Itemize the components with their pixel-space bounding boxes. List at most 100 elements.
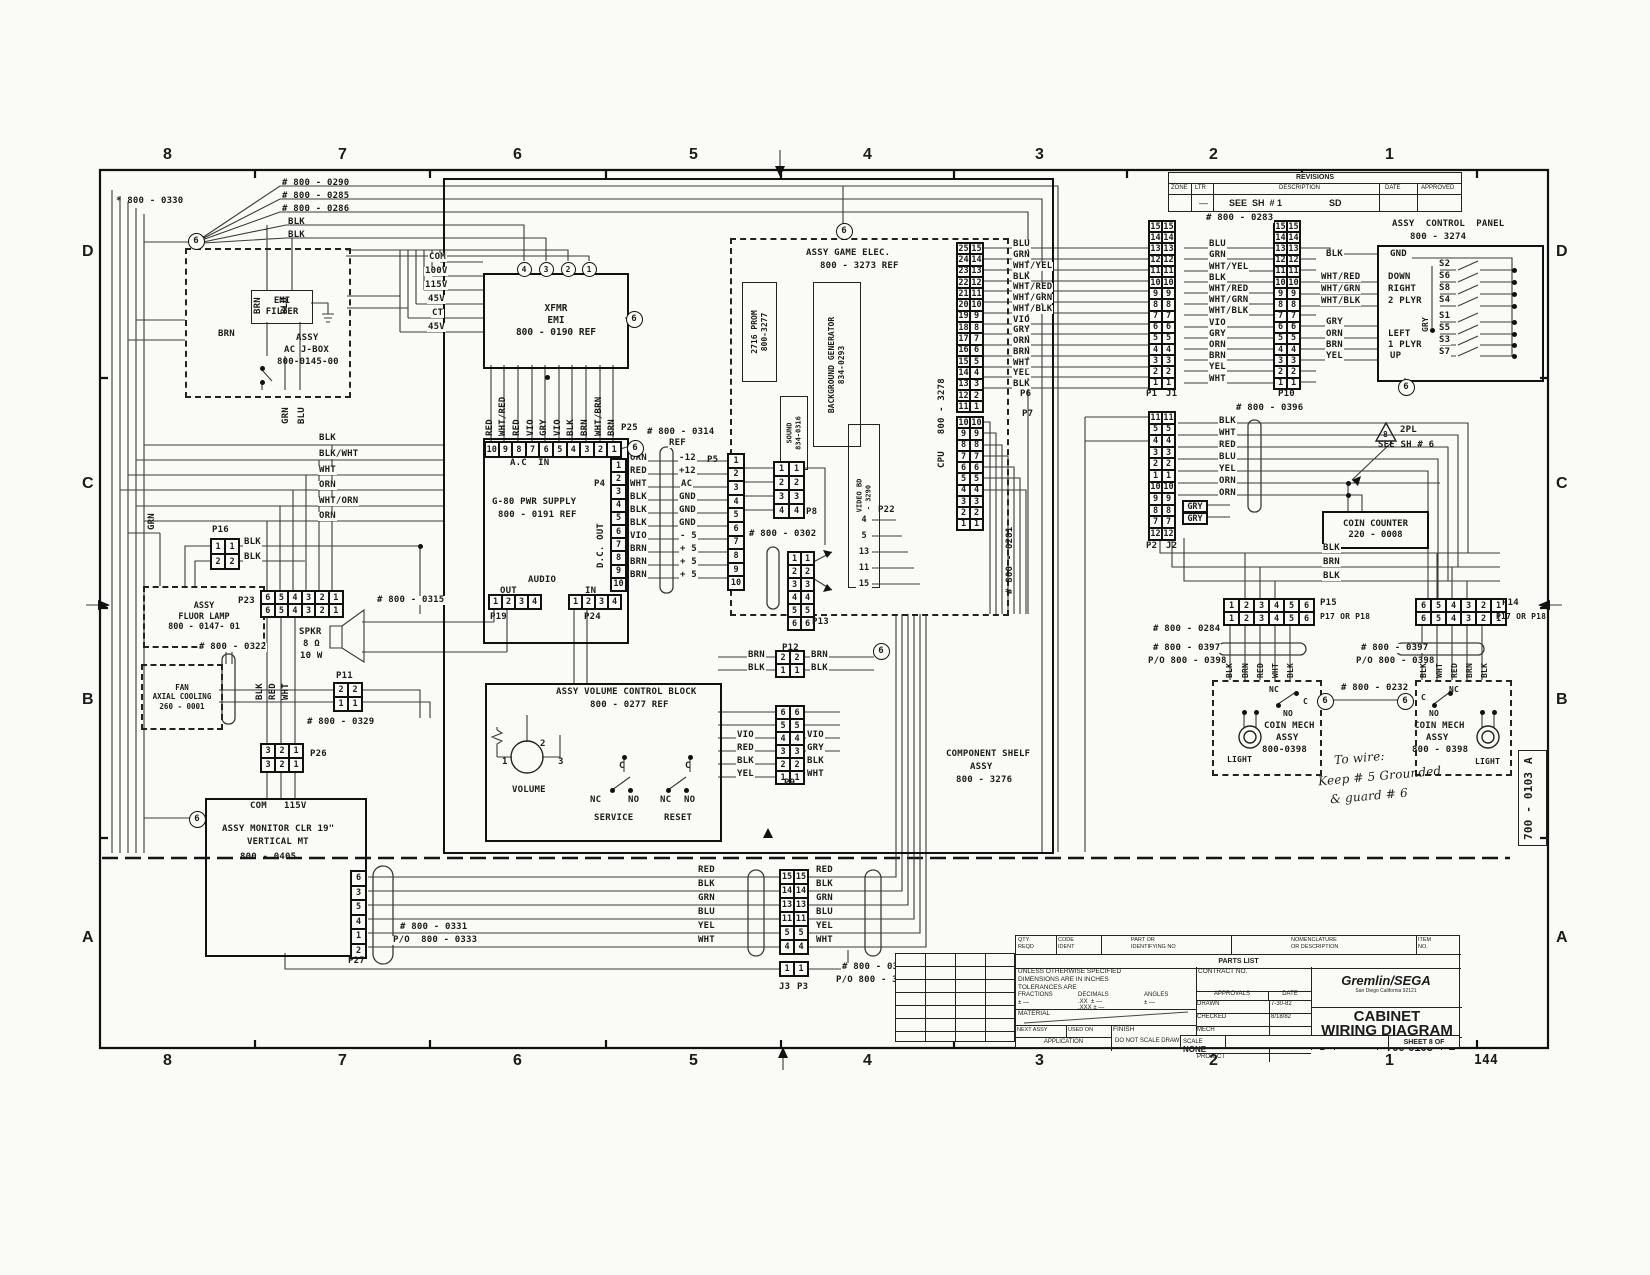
- pin: 5: [794, 926, 808, 940]
- pin: 3: [957, 496, 970, 508]
- wire-label: BLK: [255, 683, 265, 700]
- junction-dot: [1429, 327, 1435, 333]
- wire-label: BRN: [629, 570, 648, 580]
- pin: 1: [790, 771, 804, 784]
- pin: 1: [1162, 377, 1175, 389]
- pin: 6: [1149, 321, 1162, 333]
- wire-label: GND: [678, 492, 697, 502]
- wire-label: P/O 800 - 0398: [1147, 656, 1228, 666]
- ref-circle-6: 6: [626, 439, 644, 457]
- wire-label: S6: [1438, 271, 1452, 281]
- wire-label: J2: [1166, 541, 1178, 551]
- pin: 11: [1274, 265, 1287, 277]
- pin: 14: [794, 884, 808, 898]
- wire-label: 800 - 3274: [1410, 232, 1467, 242]
- wire-label: UP: [1390, 351, 1402, 361]
- wire-label: RED: [485, 419, 495, 436]
- pin: 5: [1287, 332, 1300, 345]
- wire-label: WHT: [806, 769, 825, 779]
- wire-label: P3: [797, 982, 809, 992]
- drawing-number-tag: [1518, 750, 1547, 846]
- wire-label: WHT/RED: [1320, 272, 1362, 282]
- pin: 14: [957, 367, 970, 379]
- pin: 2: [1149, 366, 1162, 378]
- pin: 2: [788, 565, 801, 578]
- pin: 6: [261, 604, 275, 617]
- wire-label: LIGHT: [1474, 757, 1502, 766]
- wire-label: A.C IN: [510, 458, 550, 468]
- wire-label: CT: [431, 308, 445, 318]
- wire-label: NO: [1282, 709, 1295, 718]
- wire-label: NO: [684, 795, 696, 805]
- wire-label: NC: [1268, 685, 1281, 694]
- wire-label: ASSY: [1276, 733, 1299, 743]
- wire-label: 2PL: [1400, 425, 1417, 435]
- drawing-title-line2: WIRING DIAGRAM: [1321, 1022, 1453, 1039]
- application-label: APPLICATION: [1016, 1037, 1112, 1051]
- wire-label: GRY: [1421, 316, 1430, 332]
- junction-dot: [1275, 702, 1281, 708]
- wire-label: WHT/GRN: [1320, 284, 1362, 294]
- pin: 1: [970, 401, 983, 413]
- pin: 3: [351, 885, 366, 900]
- wire-label: BLK: [318, 433, 337, 443]
- wire-label: 1: [502, 757, 508, 767]
- wire-label: BLK: [1208, 273, 1227, 283]
- wire-label: COM: [428, 252, 447, 262]
- wire-label: BRN: [629, 544, 648, 554]
- pin: 2: [1162, 458, 1175, 470]
- pin: 13: [794, 898, 808, 912]
- wire-label: BLK: [1286, 662, 1295, 678]
- wire-label: SPKR: [299, 627, 322, 637]
- revisions-title: REVISIONS: [1295, 174, 1335, 181]
- pin: 7: [1149, 310, 1162, 322]
- pin: 15: [780, 870, 794, 884]
- pin: 3: [1274, 355, 1287, 367]
- wire-label: GND: [678, 518, 697, 528]
- pin: 8: [1162, 299, 1175, 311]
- wire-label: CPU 800 - 3278: [937, 378, 947, 468]
- pin: 3: [970, 496, 983, 508]
- junction-dot: [1511, 291, 1517, 297]
- wire-label: 144: [1474, 1053, 1499, 1068]
- wire-label: P17 OR P18: [1496, 612, 1547, 621]
- pin: 10: [1149, 481, 1162, 494]
- wire-label: BLU: [1012, 239, 1031, 249]
- symbols: [510, 421, 1500, 774]
- pin: 5: [274, 591, 289, 604]
- pin: 11: [1162, 412, 1175, 424]
- ref-circle-1: 1: [581, 261, 597, 277]
- pin: 2: [211, 554, 225, 569]
- pin: 3: [790, 745, 804, 758]
- title-block: QTY REQD CODE IDENT PART OR IDENTIFYING …: [1015, 935, 1462, 1062]
- ref-circle-6: 6: [1396, 692, 1414, 710]
- wire-label: P7: [1022, 409, 1034, 419]
- wire-label: LEFT: [1388, 329, 1411, 339]
- fractions-val: ± —: [1018, 1000, 1029, 1006]
- pin: 7: [1287, 310, 1300, 322]
- wire-label: BLK: [810, 663, 829, 673]
- connector-gry-tag-2: GRY: [1182, 512, 1208, 525]
- wire-label: COM: [250, 801, 267, 811]
- wire-label: P8: [806, 507, 818, 517]
- project-label: PROJECT: [1196, 1054, 1270, 1062]
- pin: 3: [1461, 612, 1476, 625]
- pin: 9: [728, 562, 744, 577]
- pin: 14: [970, 254, 983, 266]
- finish-label: FINISH: [1113, 1026, 1135, 1033]
- wire-label: 2: [540, 739, 546, 749]
- ref-circle-4: 4: [516, 261, 532, 277]
- wire-label: IN: [585, 586, 597, 596]
- revisions-col-zone: ZONE: [1171, 185, 1188, 191]
- junction-dot: [1511, 303, 1517, 309]
- pin: 10: [970, 417, 983, 429]
- pin: 2: [789, 476, 804, 490]
- wire-label: VIO: [553, 419, 563, 436]
